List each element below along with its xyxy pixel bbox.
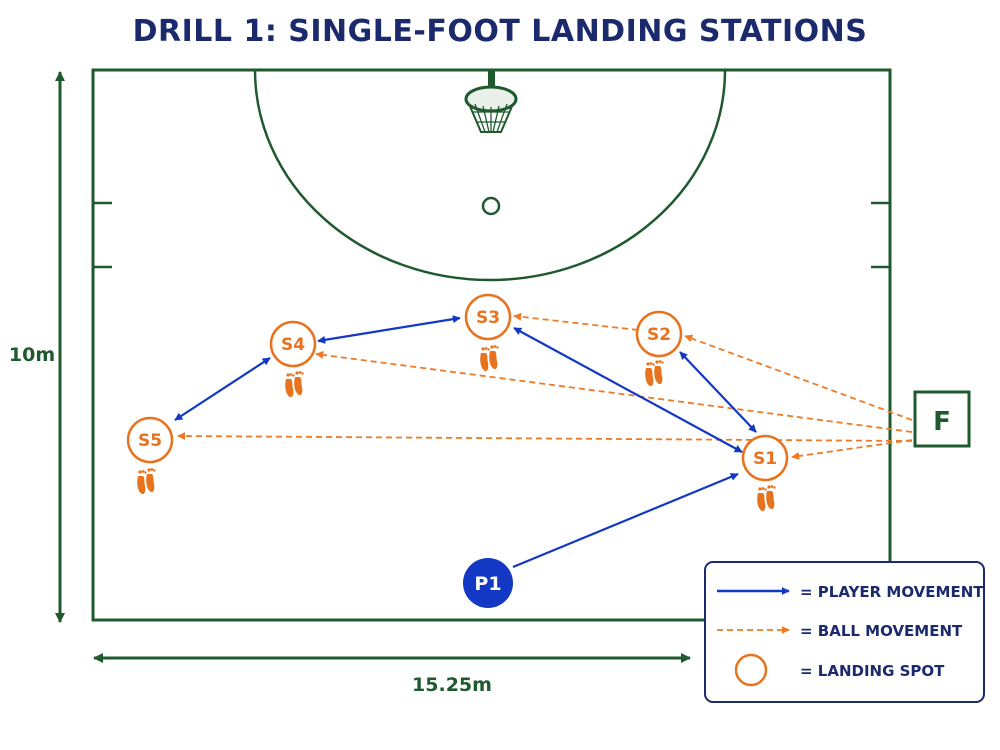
- court-boundary: [91, 68, 892, 622]
- landing-spot-circle: [126, 416, 174, 464]
- station-label: S3: [476, 308, 500, 328]
- feeder-marker: F: [913, 390, 971, 448]
- legend-player-movement-label: = PLAYER MOVEMENT: [800, 583, 984, 601]
- footprint-icon: [137, 468, 156, 495]
- width-dimension-label: 15.25m: [412, 674, 492, 696]
- station-s4: S4: [269, 320, 317, 398]
- diagram-title: DRILL 1: SINGLE-FOOT LANDING STATIONS: [132, 14, 868, 49]
- player-path-s3-to-s4: [317, 315, 461, 344]
- station-s2: S2: [635, 310, 683, 387]
- station-s5: S5: [126, 416, 174, 495]
- ball-path-f-to-s5: [177, 432, 913, 442]
- ball-path-f-to-s4: [315, 350, 913, 433]
- station-s1: S1: [741, 434, 789, 512]
- landing-spot-circle: [741, 434, 789, 482]
- height-dimension-label: 10m: [9, 344, 55, 366]
- feeder-label: F: [933, 407, 951, 437]
- legend-landing-spot-swatch: [734, 653, 768, 687]
- court: [91, 68, 892, 622]
- landing-spot-circle: [269, 320, 317, 368]
- station-s3: S3: [464, 293, 512, 372]
- player-marker: P1: [463, 558, 513, 608]
- basketball-hoop-icon: [464, 70, 518, 133]
- ball-path-s2-to-s3: [513, 312, 639, 331]
- footprint-icon: [480, 345, 499, 372]
- three-point-arc: [253, 69, 727, 282]
- ball-path-f-to-s1: [791, 439, 913, 460]
- center-spot: [481, 196, 501, 216]
- station-label: S4: [281, 335, 305, 355]
- landing-spot-circle: [635, 310, 683, 358]
- station-label: S2: [647, 325, 671, 345]
- footprint-icon: [757, 485, 776, 512]
- legend-landing-spot-label: = LANDING SPOT: [800, 662, 945, 680]
- footprint-icon: [645, 360, 664, 387]
- legend: = PLAYER MOVEMENT = BALL MOVEMENT = LAND…: [704, 561, 985, 703]
- height-dimension: 10m: [9, 71, 65, 623]
- player-path-s4-to-s5: [174, 357, 271, 421]
- player-path-p1-to-s1: [512, 472, 739, 569]
- station-label: S5: [138, 431, 162, 451]
- legend-ball-movement-label: = BALL MOVEMENT: [800, 622, 963, 640]
- width-dimension: 15.25m: [93, 653, 691, 696]
- legend-box: [704, 561, 985, 703]
- station-label: S1: [753, 449, 777, 469]
- landing-spot-circle: [464, 293, 512, 341]
- player-path-s2-to-s1: [679, 351, 757, 433]
- footprint-icon: [285, 371, 304, 398]
- player-label: P1: [474, 573, 501, 595]
- player-path-s1-to-s3: [513, 327, 743, 453]
- player-movement-paths: [174, 315, 757, 569]
